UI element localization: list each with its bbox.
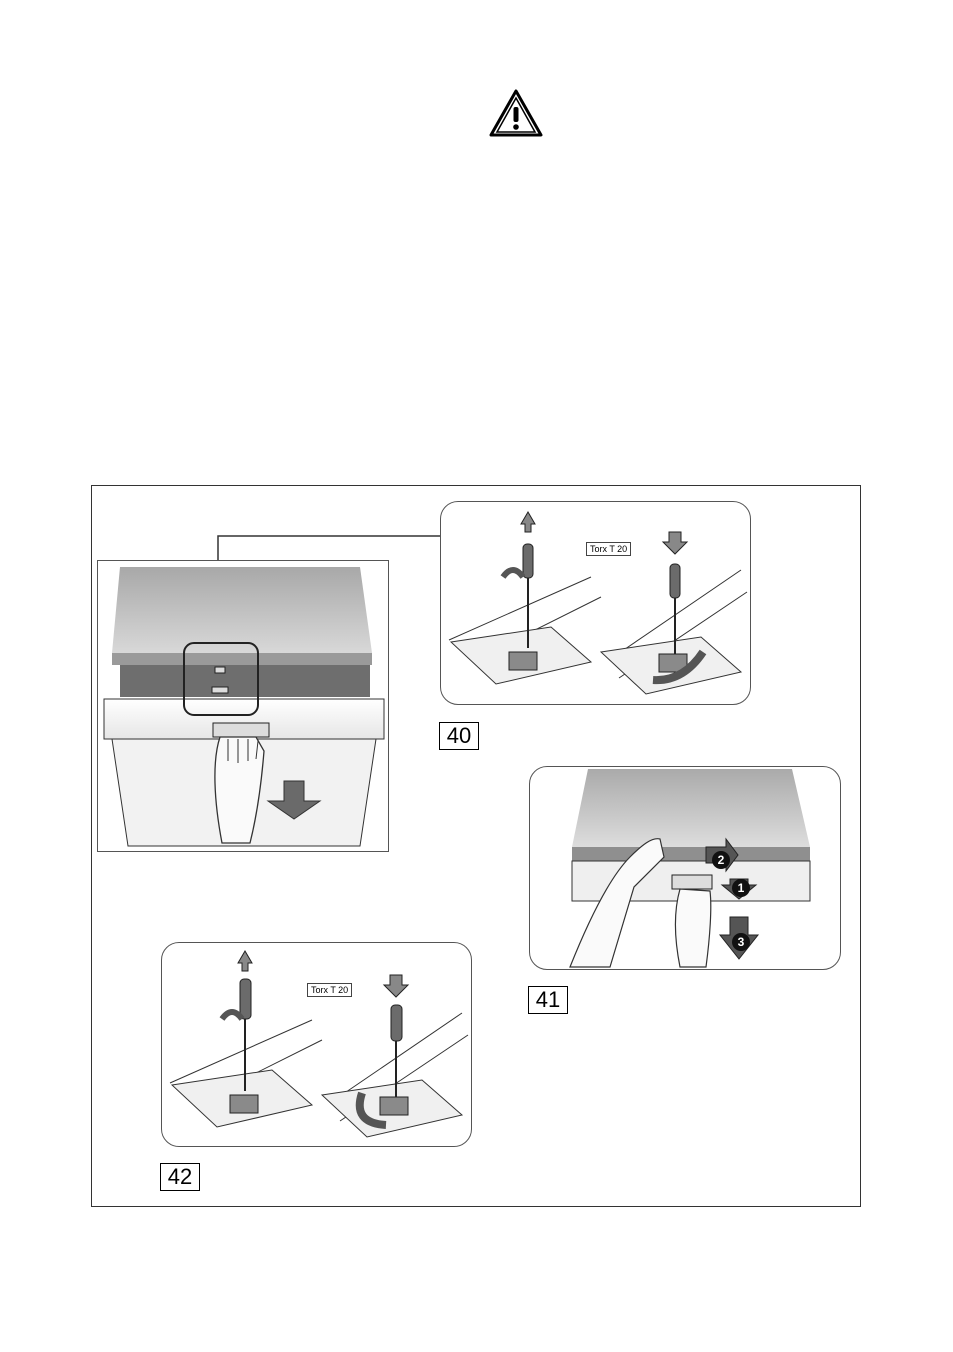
step-2-badge: 2 (712, 851, 730, 869)
tool-label: Torx T 20 (586, 542, 631, 556)
figure-42-panel: Torx T 20 (161, 942, 472, 1147)
figure-41-number: 41 (528, 986, 568, 1014)
step-3-badge: 3 (732, 933, 750, 951)
figure-42-number: 42 (160, 1163, 200, 1191)
step-1-badge: 1 (732, 879, 750, 897)
figure-40-panel: Torx T 20 (440, 501, 751, 705)
figure-41-panel: 2 1 3 (529, 766, 841, 970)
overview-panel (97, 560, 389, 852)
warning-triangle-icon (488, 88, 544, 138)
figure-40-number: 40 (439, 722, 479, 750)
tool-label: Torx T 20 (307, 983, 352, 997)
